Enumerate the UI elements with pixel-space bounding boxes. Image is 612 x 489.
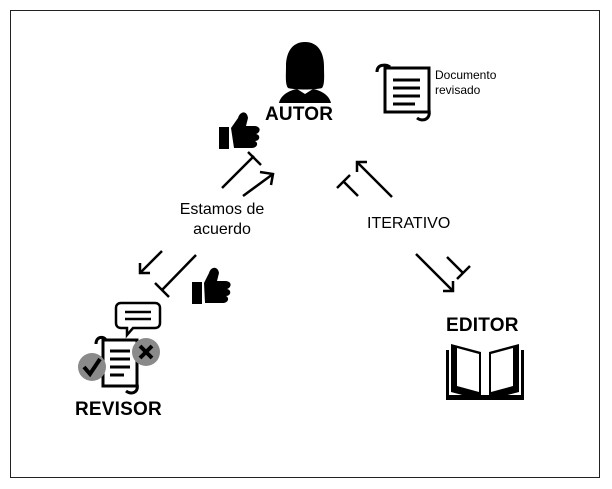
review-document-icon: [94, 335, 139, 395]
person-silhouette-icon: [279, 42, 331, 103]
diagram-frame: [10, 10, 600, 478]
check-icon: [78, 353, 106, 381]
x-icon: [132, 338, 160, 366]
revisor-label: REVISOR: [75, 399, 162, 420]
autor-label: AUTOR: [265, 104, 334, 125]
arrow-to-autor-left: [221, 151, 275, 198]
agreement-line-2: acuerdo: [193, 221, 251, 238]
document-label: Documento revisado: [435, 68, 496, 98]
iterative-label: ITERATIVO: [367, 215, 451, 232]
editor-label: EDITOR: [446, 315, 519, 336]
document-line-1: Documento: [435, 68, 497, 82]
open-book-icon: [446, 344, 524, 400]
speech-bubble-icon: [114, 301, 162, 339]
agreement-label: Estamos de acuerdo: [162, 200, 282, 240]
arrow-to-autor-right: [336, 160, 393, 198]
document-line-2: revisado: [435, 83, 481, 97]
thumbs-up-icon: [219, 112, 260, 149]
arrow-to-editor: [415, 253, 471, 293]
thumbs-up-icon: [192, 267, 231, 304]
scroll-document-icon: [375, 63, 431, 122]
arrow-to-revisor: [138, 250, 197, 298]
agreement-line-1: Estamos de: [179, 201, 265, 218]
